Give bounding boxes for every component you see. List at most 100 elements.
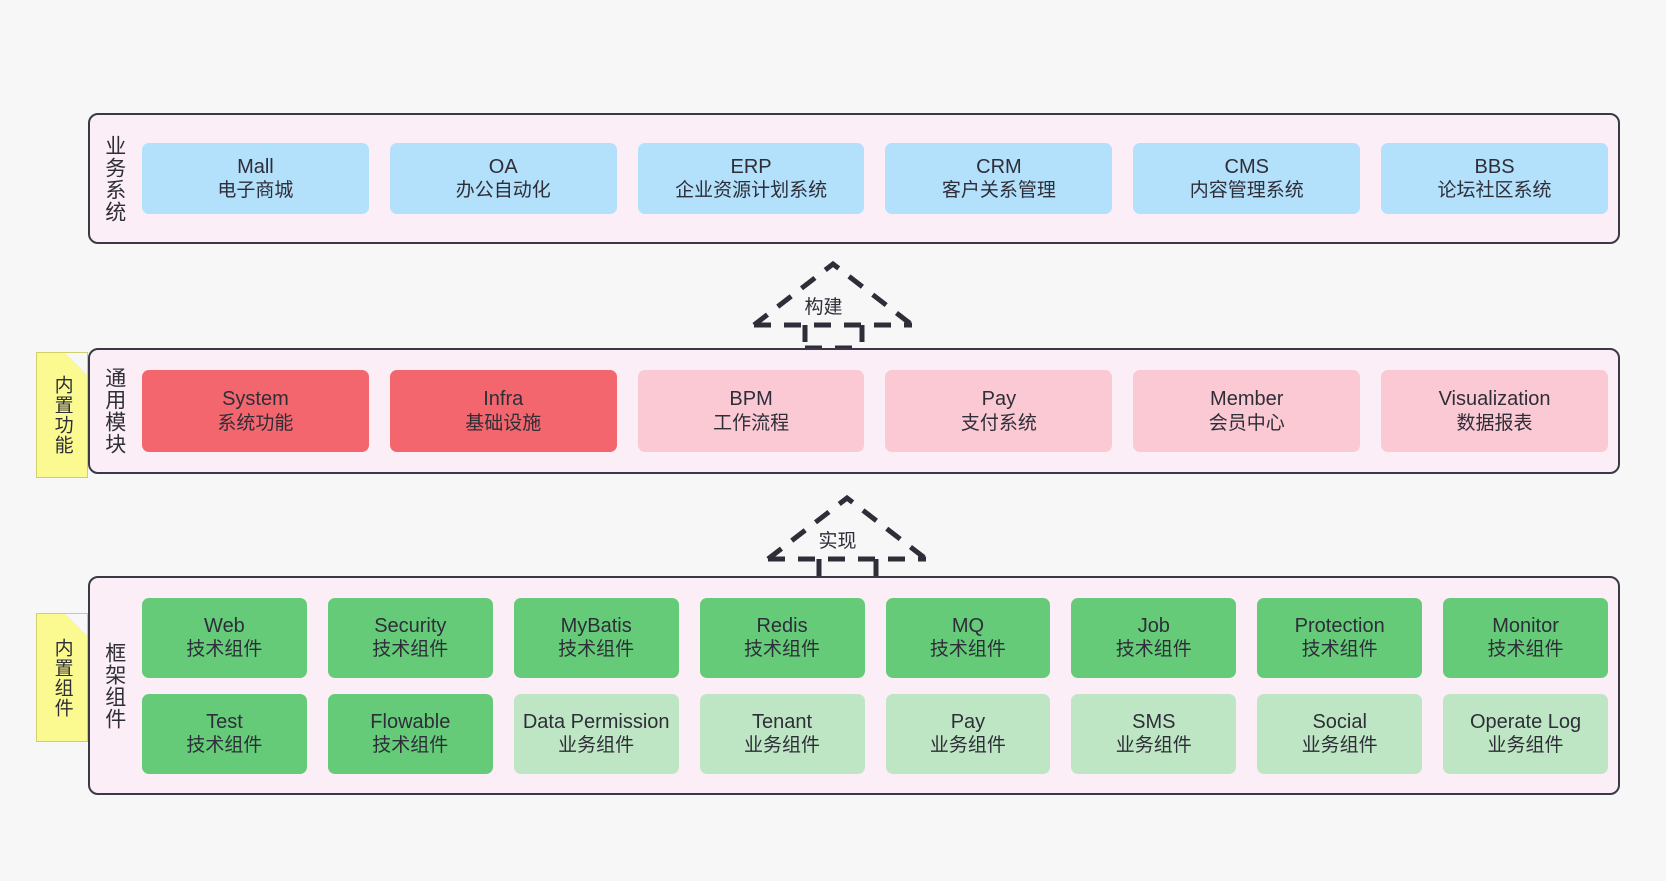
card-name: Infra: [483, 388, 524, 411]
component-card-redis[interactable]: Redis 技术组件: [699, 597, 865, 678]
module-card-infra[interactable]: Infra 基础设施: [389, 370, 617, 452]
card-name: MyBatis: [560, 614, 632, 637]
component-card-flowable[interactable]: Flowable 技术组件: [327, 693, 493, 774]
component-card-data-permission[interactable]: Data Permission 业务组件: [513, 693, 679, 774]
layer-title-modules: 通用模块: [102, 367, 126, 455]
common-modules-row: System 系统功能 Infra 基础设施 BPM 工作流程 Pay 支付系统…: [142, 370, 1608, 452]
component-card-mq[interactable]: MQ 技术组件: [885, 597, 1051, 678]
card-desc: 数据报表: [1456, 412, 1533, 434]
card-desc: 客户关系管理: [941, 180, 1056, 202]
note-label: 内置组件: [51, 637, 73, 718]
layer-title-framework: 框架组件: [102, 641, 126, 730]
module-card-pay[interactable]: Pay 支付系统: [885, 370, 1113, 452]
card-desc: 技术组件: [558, 639, 635, 661]
card-name: Tenant: [752, 710, 813, 733]
card-desc: 企业资源计划系统: [675, 180, 828, 202]
card-name: BBS: [1474, 155, 1515, 178]
card-name: System: [222, 388, 289, 411]
card-name: Redis: [756, 614, 808, 637]
component-card-pay[interactable]: Pay 业务组件: [885, 693, 1051, 774]
card-desc: 技术组件: [372, 639, 449, 661]
card-desc: 业务组件: [558, 735, 635, 757]
card-name: Monitor: [1492, 614, 1559, 637]
card-desc: 办公自动化: [455, 180, 551, 202]
card-name: Protection: [1294, 614, 1385, 637]
note-label: 内置功能: [51, 375, 73, 455]
component-card-mybatis[interactable]: MyBatis 技术组件: [513, 597, 679, 678]
card-desc: 技术组件: [186, 735, 263, 757]
card-desc: 支付系统: [960, 412, 1037, 434]
card-desc: 业务组件: [929, 735, 1006, 757]
module-card-visualization[interactable]: Visualization 数据报表: [1381, 370, 1608, 452]
component-card-security[interactable]: Security 技术组件: [327, 597, 493, 678]
card-name: Web: [204, 614, 245, 637]
card-name: Pay: [950, 710, 986, 733]
connector-implement-arrow: 实现: [760, 492, 935, 585]
card-desc: 技术组件: [1301, 639, 1378, 661]
card-name: Visualization: [1438, 388, 1551, 411]
card-name: Security: [374, 614, 447, 637]
connector-implement-label: 实现: [818, 531, 857, 552]
note-builtin-components: 内置组件: [36, 613, 88, 742]
component-card-operate-log[interactable]: Operate Log 业务组件: [1443, 693, 1608, 774]
framework-components-row-1: Web 技术组件 Security 技术组件 MyBatis 技术组件 Redi…: [142, 597, 1608, 678]
layer-framework-components: 框架组件 Web 技术组件 Security 技术组件 MyBatis 技术组件…: [88, 576, 1620, 795]
card-name: CRM: [976, 155, 1022, 178]
card-name: Operate Log: [1469, 710, 1582, 733]
card-desc: 技术组件: [1115, 639, 1192, 661]
module-card-bpm[interactable]: BPM 工作流程: [637, 370, 865, 452]
arrowhead-left-right: [751, 260, 914, 327]
card-desc: 业务组件: [1301, 735, 1378, 757]
card-desc: 会员中心: [1208, 412, 1285, 434]
card-name: CMS: [1224, 155, 1269, 178]
arrow-stem: [802, 325, 864, 351]
component-card-social[interactable]: Social 业务组件: [1257, 693, 1423, 774]
card-name: Flowable: [370, 710, 451, 733]
component-card-monitor[interactable]: Monitor 技术组件: [1443, 597, 1608, 678]
component-card-protection[interactable]: Protection 技术组件: [1257, 597, 1423, 678]
card-desc: 电子商城: [217, 180, 294, 202]
business-card-erp[interactable]: ERP 企业资源计划系统: [637, 143, 865, 214]
arrowhead-left-right: [765, 494, 928, 561]
card-name: Social: [1312, 710, 1367, 733]
card-desc: 技术组件: [372, 735, 449, 757]
business-card-oa[interactable]: OA 办公自动化: [389, 143, 617, 214]
note-builtin-functions: 内置功能: [36, 352, 88, 478]
module-card-system[interactable]: System 系统功能: [142, 370, 369, 452]
card-desc: 业务组件: [744, 735, 821, 757]
connector-build-label: 构建: [804, 297, 843, 318]
card-name: Member: [1210, 388, 1284, 411]
component-card-web[interactable]: Web 技术组件: [142, 597, 307, 678]
card-name: Job: [1137, 614, 1170, 637]
card-desc: 技术组件: [929, 639, 1006, 661]
card-name: MQ: [951, 614, 985, 637]
card-name: Mall: [237, 155, 274, 178]
business-card-cms[interactable]: CMS 内容管理系统: [1133, 143, 1361, 214]
business-card-mall[interactable]: Mall 电子商城: [142, 143, 369, 214]
card-name: Data Permission: [522, 710, 670, 733]
layer-body-business: Mall 电子商城 OA 办公自动化 ERP 企业资源计划系统 CRM 客户关系…: [138, 115, 1618, 242]
card-desc: 内容管理系统: [1189, 180, 1304, 202]
card-desc: 技术组件: [186, 639, 263, 661]
card-desc: 工作流程: [713, 412, 790, 434]
component-card-tenant[interactable]: Tenant 业务组件: [699, 693, 865, 774]
layer-business-systems: 业务系统 Mall 电子商城 OA 办公自动化 ERP 企业资源计划系统 CRM…: [88, 113, 1620, 244]
card-name: Pay: [981, 388, 1017, 411]
component-card-sms[interactable]: SMS 业务组件: [1071, 693, 1237, 774]
business-card-bbs[interactable]: BBS 论坛社区系统: [1381, 143, 1608, 214]
layer-title-business: 业务系统: [102, 134, 126, 223]
business-card-crm[interactable]: CRM 客户关系管理: [885, 143, 1113, 214]
card-desc: 业务组件: [1487, 735, 1564, 757]
module-card-member[interactable]: Member 会员中心: [1133, 370, 1361, 452]
card-name: ERP: [730, 155, 772, 178]
component-card-test[interactable]: Test 技术组件: [142, 693, 307, 774]
card-name: OA: [488, 155, 518, 178]
component-card-job[interactable]: Job 技术组件: [1071, 597, 1237, 678]
card-desc: 技术组件: [1487, 639, 1564, 661]
card-desc: 业务组件: [1115, 735, 1192, 757]
connector-build-arrow: 构建: [746, 258, 921, 351]
card-name: Test: [206, 710, 243, 733]
layer-common-modules: 通用模块 System 系统功能 Infra 基础设施 BPM 工作流程 Pay…: [88, 348, 1620, 474]
framework-components-row-2: Test 技术组件 Flowable 技术组件 Data Permission …: [142, 693, 1608, 774]
